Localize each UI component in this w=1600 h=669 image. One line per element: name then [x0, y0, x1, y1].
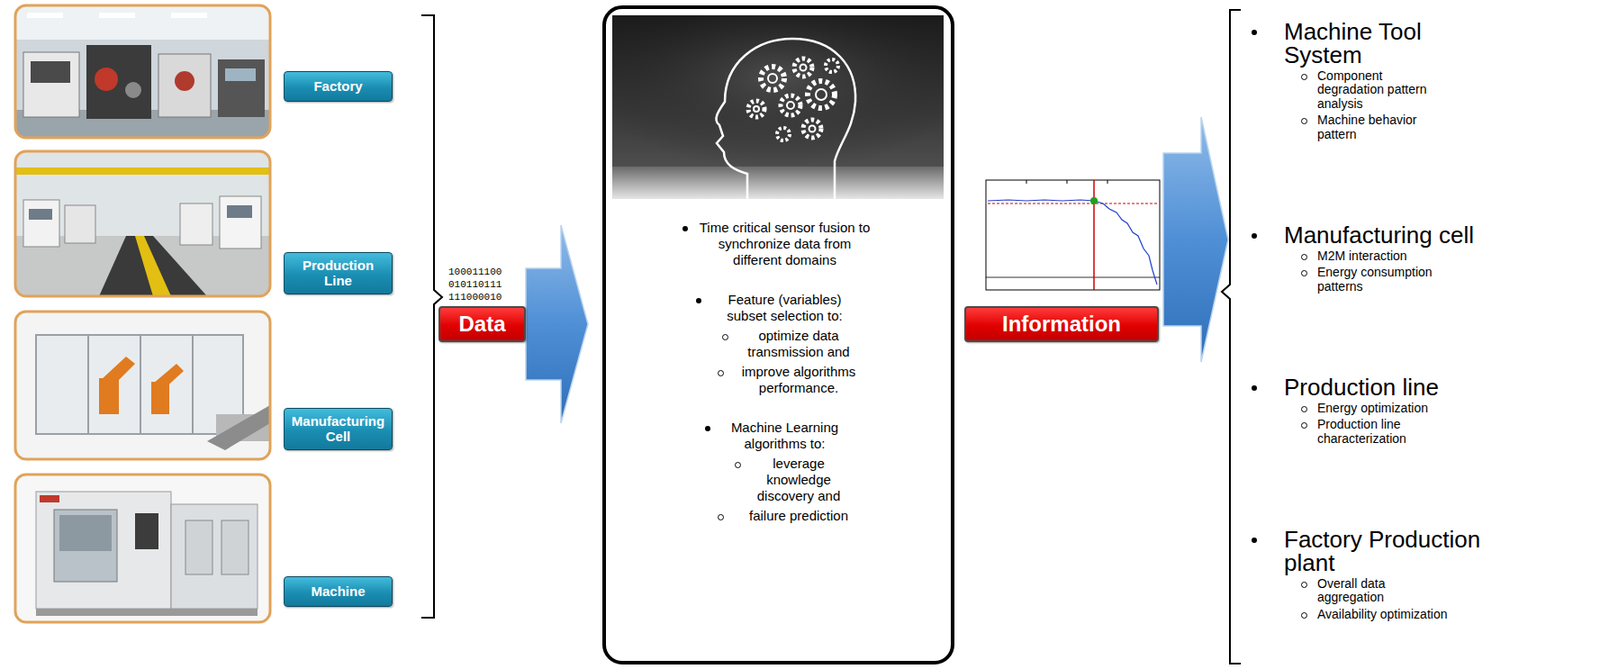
- stage-box: Information: [964, 306, 1159, 343]
- bullet-item: Machine Learning algorithms to:: [605, 419, 951, 452]
- bullet-dot: [1251, 537, 1257, 543]
- manufacturing-cell-photo: [15, 311, 271, 460]
- result-group: Machine Tool SystemComponent degradation…: [1251, 19, 1594, 142]
- bullet-item: Feature (variables) subset selection to:: [605, 291, 951, 325]
- result-item: Availability optimization: [1251, 607, 1594, 622]
- sub-bullet-circle: [1301, 270, 1308, 277]
- bullet-text: Feature (variables) subset selection to:: [708, 291, 862, 325]
- sub-bullet-circle: [717, 514, 724, 521]
- item-text: Availability optimization: [1317, 607, 1453, 622]
- bullet-dot: [696, 298, 702, 304]
- bracket: [1221, 9, 1241, 664]
- sub-bullet-circle: [1301, 73, 1308, 81]
- result-heading: Machine Tool System: [1251, 19, 1594, 67]
- result-item: Energy consumption patterns: [1251, 265, 1594, 294]
- level-label: Factory: [283, 71, 393, 102]
- machine-photo: [15, 474, 271, 623]
- sub-bullet-circle: [1301, 612, 1308, 619]
- level-label: Machine: [283, 576, 393, 607]
- bullet-item: leverage knowledge discovery and: [605, 455, 951, 505]
- heading-text: Manufacturing cell: [1283, 223, 1490, 247]
- factory-photo: [15, 5, 271, 138]
- block-arrow: [525, 225, 588, 424]
- box-label: Manufacturing Cell: [288, 414, 389, 444]
- result-item: M2M interaction: [1251, 249, 1594, 263]
- result-list: Machine Tool SystemComponent degradation…: [1251, 19, 1594, 622]
- photo-frame: [15, 151, 271, 297]
- item-text: Overall data aggregation: [1317, 577, 1453, 606]
- stage-box: Data: [438, 306, 526, 343]
- photo-frame: [15, 311, 271, 460]
- bullet-dot: [1251, 29, 1257, 36]
- heading-text: Machine Tool System: [1283, 19, 1490, 67]
- bullet-item: improve algorithms performance.: [605, 363, 951, 397]
- heading-text: Factory Production plant: [1283, 527, 1490, 575]
- sub-bullet-circle: [1301, 406, 1308, 413]
- sub-bullet-circle: [1301, 117, 1308, 125]
- result-heading: Production line: [1251, 375, 1594, 399]
- level-label: Production Line: [283, 252, 393, 295]
- box-label: Data: [458, 313, 506, 335]
- item-text: Production line characterization: [1317, 417, 1453, 446]
- heading-text: Production line: [1283, 375, 1490, 399]
- bullet-dot: [682, 225, 688, 232]
- bullet-dot: [705, 425, 711, 432]
- sub-bullet-circle: [1301, 581, 1308, 588]
- box-label: Machine: [310, 584, 365, 600]
- sub-bullet-circle: [717, 370, 724, 377]
- result-group: Factory Production plantOverall data agg…: [1251, 527, 1594, 622]
- item-text: Energy consumption patterns: [1317, 265, 1453, 294]
- bullet-text: optimize data transmission and: [735, 327, 862, 361]
- result-item: Energy optimization: [1251, 401, 1594, 416]
- result-group: Production lineEnergy optimizationProduc…: [1251, 375, 1594, 446]
- bullet-text: improve algorithms performance.: [731, 363, 867, 397]
- result-group: Manufacturing cellM2M interactionEnergy …: [1251, 223, 1594, 294]
- bullet-text: failure prediction: [731, 507, 867, 525]
- box-label: Information: [1002, 313, 1121, 335]
- bullet-item: failure prediction: [605, 507, 951, 525]
- block-arrow: [1163, 117, 1229, 362]
- photo-frame: [15, 474, 271, 623]
- production-line-photo: [15, 151, 271, 297]
- binary-data: 100011100 010110111 111000010: [448, 266, 508, 304]
- sub-bullet-circle: [734, 461, 742, 469]
- level-label: Manufacturing Cell: [283, 407, 393, 451]
- sub-bullet-circle: [1301, 253, 1308, 261]
- box-label: Factory: [313, 79, 362, 95]
- result-heading: Manufacturing cell: [1251, 223, 1594, 247]
- result-item: Component degradation pattern analysis: [1251, 69, 1594, 111]
- degradation-chart: [985, 180, 1160, 290]
- bullet-item: Time critical sensor fusion to synchroni…: [605, 219, 951, 269]
- result-item: Production line characterization: [1251, 417, 1594, 446]
- processing-panel: Time critical sensor fusion to synchroni…: [602, 5, 955, 665]
- item-text: Component degradation pattern analysis: [1317, 69, 1453, 111]
- photo-frame: [15, 5, 271, 138]
- result-heading: Factory Production plant: [1251, 527, 1594, 575]
- bullet-item: optimize data transmission and: [605, 327, 951, 361]
- item-text: Machine behavior pattern: [1317, 113, 1453, 142]
- result-item: Machine behavior pattern: [1251, 113, 1594, 142]
- head-illustration: [612, 15, 944, 199]
- box-label: Production Line: [288, 258, 389, 289]
- item-text: M2M interaction: [1317, 249, 1453, 263]
- sub-bullet-circle: [722, 334, 729, 341]
- bullet-text: Machine Learning algorithms to:: [717, 419, 853, 452]
- bullet-dot: [1251, 385, 1257, 391]
- bullet-dot: [1251, 233, 1257, 239]
- sub-bullet-circle: [1301, 422, 1308, 429]
- result-item: Overall data aggregation: [1251, 577, 1594, 606]
- bullet-text: Time critical sensor fusion to synchroni…: [695, 219, 876, 269]
- bullet-text: leverage knowledge discovery and: [748, 455, 850, 505]
- item-text: Energy optimization: [1317, 401, 1453, 416]
